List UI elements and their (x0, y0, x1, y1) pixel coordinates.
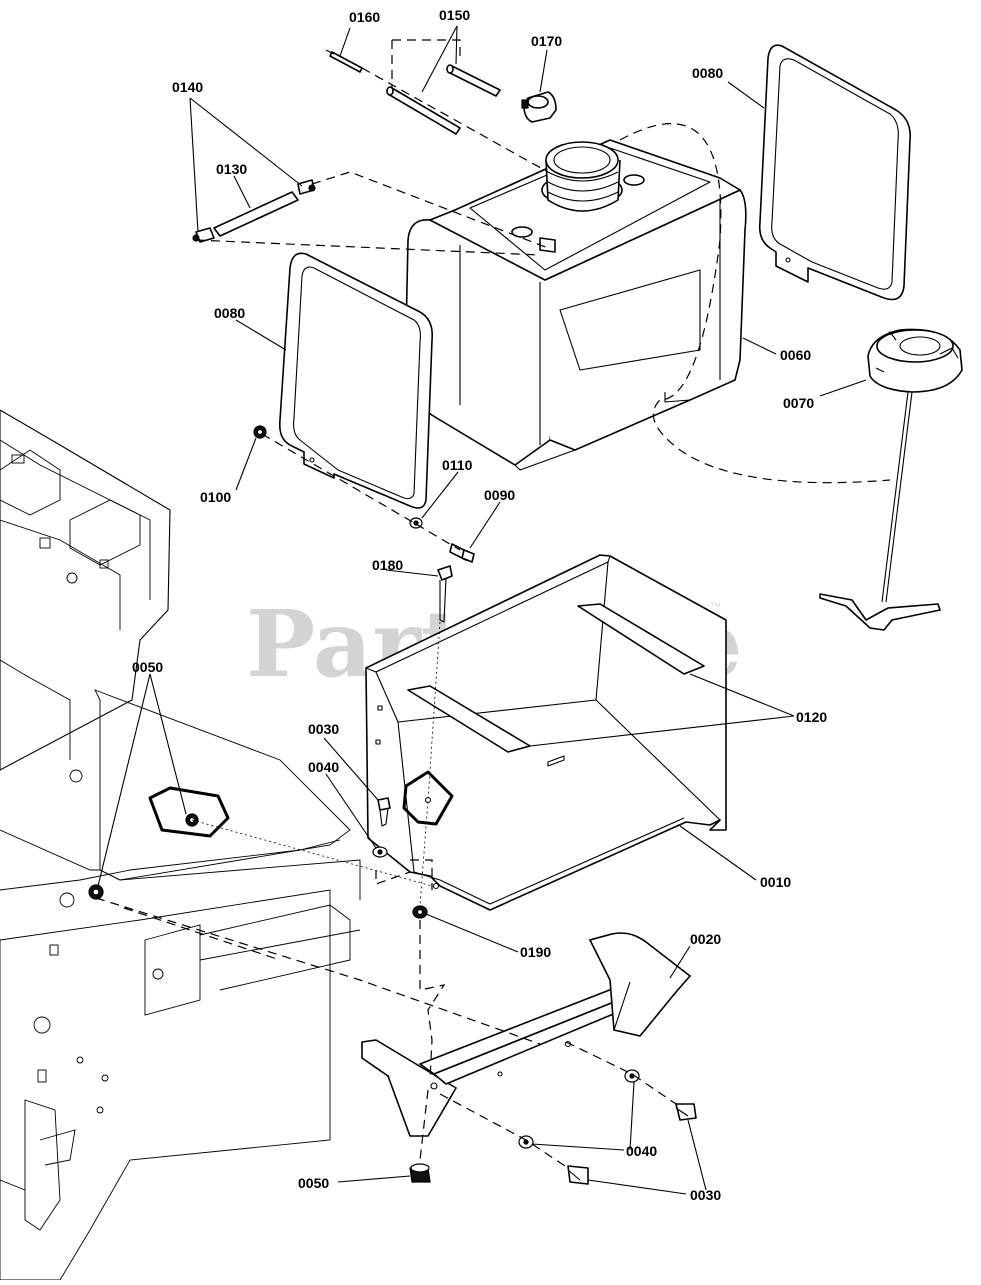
bolt-washer-upper (372, 797, 391, 858)
callout-0100: 0100 (200, 489, 231, 505)
fuel-hoses (325, 49, 501, 135)
callout-0060: 0060 (780, 347, 811, 363)
callout-0160: 0160 (349, 9, 380, 25)
callout-0070: 0070 (783, 395, 814, 411)
watermark-trademark: ™ (710, 601, 721, 613)
callout-0130: 0130 (216, 161, 247, 177)
lower-hardware (409, 1069, 697, 1185)
fuel-tank-strap-left (278, 252, 434, 509)
mower-frame (0, 409, 361, 1281)
callout-0170: 0170 (531, 33, 562, 49)
callout-labels: 0160 0150 0170 0080 0140 0130 0080 0060 … (132, 7, 827, 1203)
callout-0040-upper: 0040 (308, 759, 339, 775)
callout-0120: 0120 (796, 709, 827, 725)
assembly-lines (95, 39, 891, 1169)
callout-0110: 0110 (442, 457, 473, 473)
callout-0010: 0010 (760, 874, 791, 890)
callout-0090: 0090 (484, 487, 515, 503)
support-bracket (361, 932, 691, 1137)
bolt-0180 (437, 565, 453, 623)
leader-lines (97, 25, 867, 1195)
callout-0180: 0180 (372, 557, 403, 573)
callout-0030-lower: 0030 (690, 1187, 721, 1203)
fuel-fitting (521, 91, 557, 123)
fuel-tank (404, 139, 747, 471)
callout-0050-left: 0050 (132, 659, 163, 675)
callout-0040-lower: 0040 (626, 1143, 657, 1159)
nut-0190 (412, 905, 428, 919)
tank-tray (365, 554, 727, 911)
callout-0190: 0190 (520, 944, 551, 960)
callout-0080-right: 0080 (692, 65, 723, 81)
callout-0150: 0150 (439, 7, 470, 23)
callout-0080-left: 0080 (214, 305, 245, 321)
fuel-line-clamps (192, 179, 316, 243)
callout-0140: 0140 (172, 79, 203, 95)
fuel-cap-gauge (819, 328, 963, 631)
callout-0020: 0020 (690, 931, 721, 947)
fuel-tank-strap-right (758, 44, 912, 301)
callout-0050-lower: 0050 (298, 1175, 329, 1191)
callout-0030-upper: 0030 (308, 721, 339, 737)
nut-0050-left (88, 786, 230, 900)
